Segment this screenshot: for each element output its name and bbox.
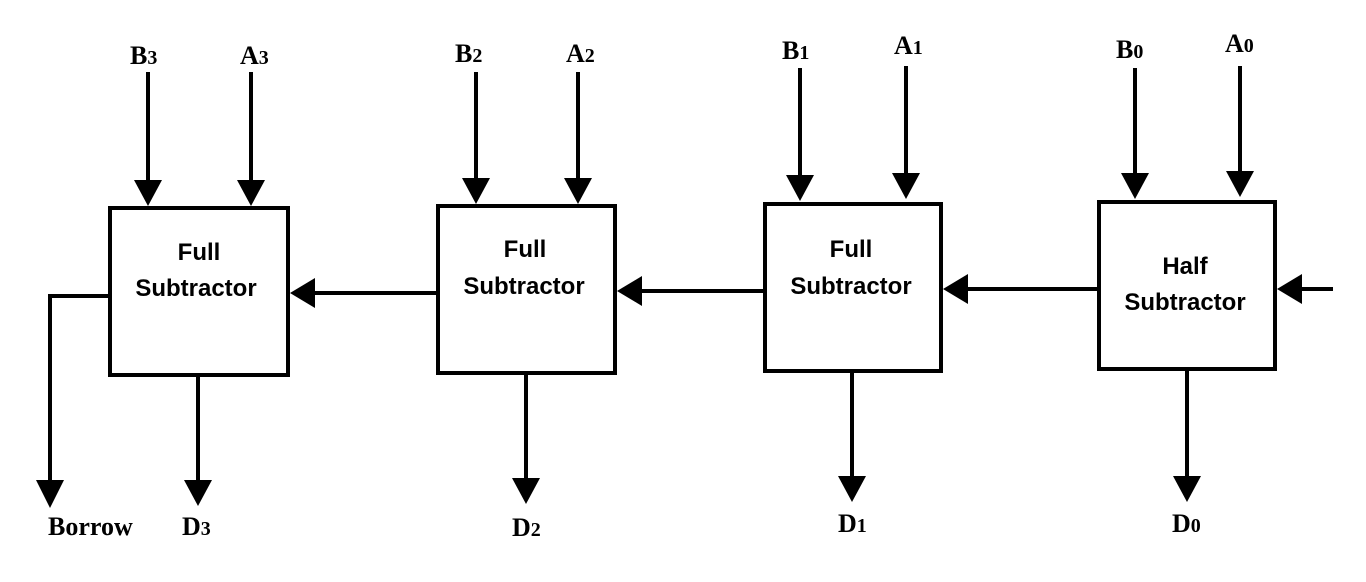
block-1-line2: Subtractor [790,273,911,300]
input-a1: A1 [892,31,923,199]
output-d0: D0 [1172,371,1201,538]
subtractor-block-0: Half Subtractor [1097,200,1277,371]
input-b2-label: B2 [455,39,482,68]
input-b2: B2 [455,39,490,204]
output-d0-label: D0 [1172,509,1201,538]
input-a3-label: A3 [240,41,269,70]
borrow-chain-1-to-2 [617,276,763,306]
subtractor-box-3 [108,206,290,377]
input-a2-arrowhead [564,178,592,204]
block-3-line1: Full [178,239,221,266]
input-a2: A2 [564,39,595,204]
input-a2-label: A2 [566,39,595,68]
borrow-wire [48,294,110,482]
block-2-line2: Subtractor [463,273,584,300]
subtractor-block-2: Full Subtractor [436,204,617,375]
subtractor-block-1: Full Subtractor [763,202,943,373]
borrow-in-arrowhead [1277,274,1302,304]
borrow-chain-2-arrowhead [290,278,315,308]
output-d1-label: D1 [838,509,867,538]
input-b1: B1 [782,36,814,201]
output-d2-label: D2 [512,513,541,542]
borrow-output: Borrow [36,294,133,541]
output-d1-arrowhead [838,476,866,502]
borrow-in-arrow [1277,274,1333,304]
borrow-chain-1-arrowhead [617,276,642,306]
input-a3-arrowhead [237,180,265,206]
input-a1-arrowhead [892,173,920,199]
input-b0-arrowhead [1121,173,1149,199]
output-d2: D2 [512,375,541,542]
input-b2-arrowhead [462,178,490,204]
input-b3: B3 [130,41,162,206]
input-b1-label: B1 [782,36,809,65]
input-a0-arrowhead [1226,171,1254,197]
block-2-line1: Full [504,236,547,263]
output-d2-arrowhead [512,478,540,504]
input-b0: B0 [1116,35,1149,199]
input-b3-arrowhead [134,180,162,206]
block-1-line1: Full [830,236,873,263]
input-a0: A0 [1225,29,1254,197]
output-d0-arrowhead [1173,476,1201,502]
borrow-chain-0-to-1 [943,274,1097,304]
block-0-line2: Subtractor [1124,289,1245,316]
output-d1: D1 [838,373,867,538]
output-d3: D3 [182,377,212,541]
subtractor-box-1 [763,202,943,373]
subtractor-block-3: Full Subtractor [108,206,290,377]
input-a0-label: A0 [1225,29,1254,58]
input-a3: A3 [237,41,269,206]
block-0-line1: Half [1162,253,1208,280]
borrow-chain-2-to-3 [290,278,436,308]
input-b0-label: B0 [1116,35,1143,64]
borrow-label: Borrow [48,512,133,541]
subtractor-box-0 [1097,200,1277,371]
borrow-chain-0-arrowhead [943,274,968,304]
input-b1-arrowhead [786,175,814,201]
output-d3-label: D3 [182,512,211,541]
output-d3-arrowhead [184,480,212,506]
block-3-line2: Subtractor [135,275,256,302]
input-b3-label: B3 [130,41,157,70]
input-a1-label: A1 [894,31,923,60]
subtractor-box-2 [436,204,617,375]
borrow-arrowhead [36,480,64,508]
